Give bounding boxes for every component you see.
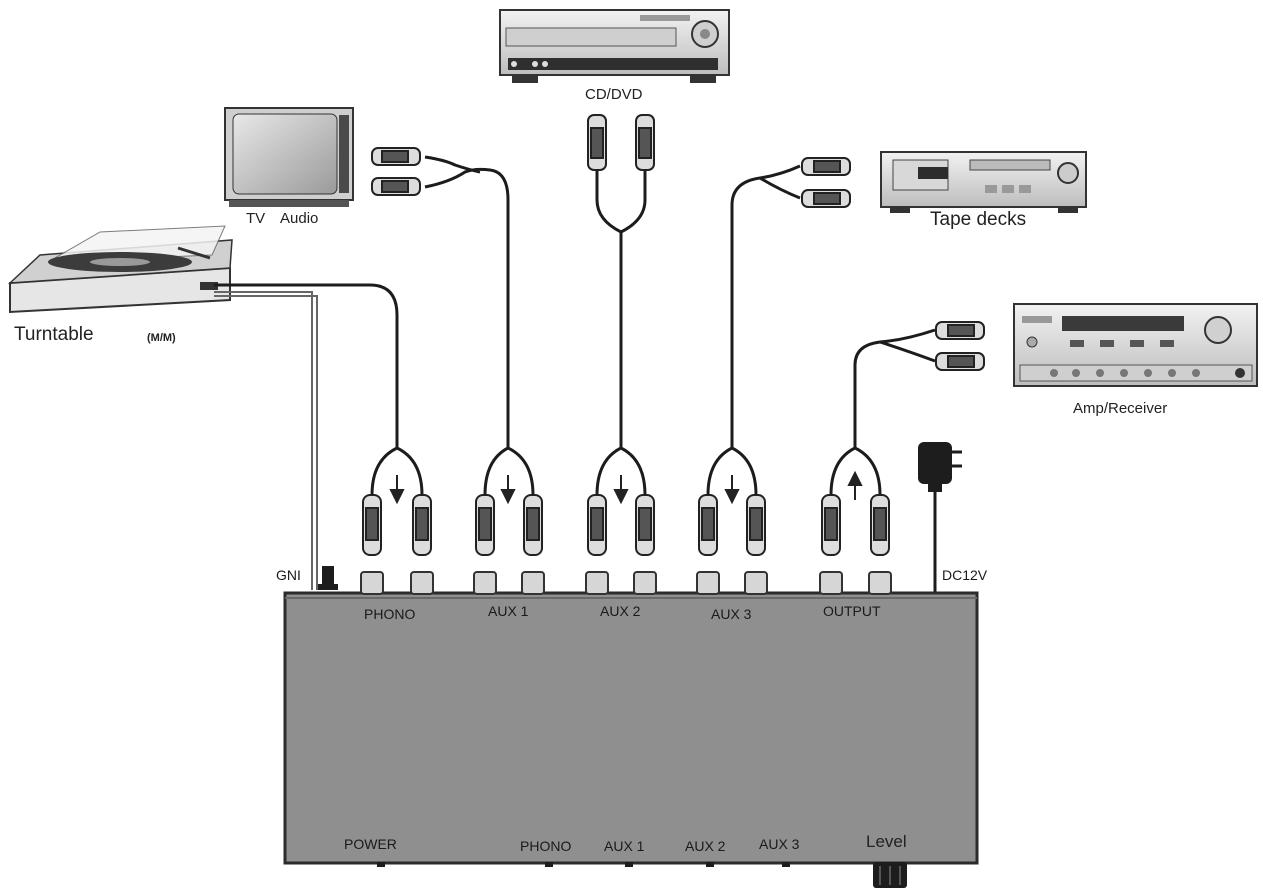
- dc12v-label: DC12V: [942, 567, 988, 583]
- ground-wire-2: [214, 295, 318, 590]
- ground-wire: [214, 291, 313, 590]
- front-label-phono: PHONO: [520, 838, 572, 854]
- cable-aux3: [730, 164, 801, 448]
- rear-jacks: [360, 571, 892, 595]
- switcher-unit: [283, 566, 979, 888]
- arrow-down-icon: [613, 475, 629, 505]
- level-knob-icon[interactable]: [873, 862, 907, 888]
- aux2-led: [706, 862, 714, 867]
- rca-plug-icon: [935, 352, 985, 371]
- lower-rca-plugs: [362, 494, 890, 556]
- power-led: [377, 862, 385, 867]
- cables: [214, 155, 937, 593]
- arrow-down-icon: [500, 475, 516, 505]
- output-jack-r: [868, 571, 892, 595]
- rca-plug-icon: [635, 494, 655, 556]
- cd-dvd-player: [499, 9, 730, 83]
- rca-plug-icon: [635, 114, 655, 171]
- front-leds: [377, 862, 790, 867]
- gnd-label: GNI: [276, 567, 301, 583]
- rca-plug-icon: [412, 494, 432, 556]
- port-label-aux3: AUX 3: [711, 606, 752, 622]
- phono-jack-l: [360, 571, 384, 595]
- aux3-jack-l: [696, 571, 720, 595]
- amp-receiver: [1013, 303, 1258, 387]
- port-label-phono: PHONO: [364, 606, 416, 622]
- aux1-led: [625, 862, 633, 867]
- rca-plug-icon: [935, 321, 985, 340]
- rca-plug-icon: [801, 157, 851, 176]
- cable-aux1: [424, 155, 510, 448]
- rca-plug-icon: [746, 494, 766, 556]
- output-jack-l: [819, 571, 843, 595]
- cable-output: [853, 328, 936, 448]
- turntable-note: (M/M): [147, 332, 176, 344]
- port-label-aux2: AUX 2: [600, 603, 641, 619]
- aux1-jack-r: [521, 571, 545, 595]
- rca-plug-icon: [362, 494, 382, 556]
- rca-plug-icon: [870, 494, 890, 556]
- rca-plug-icon: [587, 114, 607, 171]
- tv-label: TV: [246, 210, 266, 227]
- phono-led: [545, 862, 553, 867]
- power-adapter-icon: [918, 442, 962, 492]
- aux2-jack-l: [585, 571, 609, 595]
- aux1-jack-l: [473, 571, 497, 595]
- port-label-aux1: AUX 1: [488, 603, 529, 619]
- ground-terminal-icon: [318, 566, 338, 590]
- arrow-up-icon: [847, 470, 863, 500]
- rca-plug-icon: [821, 494, 841, 556]
- front-label-aux1: AUX 1: [604, 838, 645, 854]
- rca-plug-icon: [475, 494, 495, 556]
- rca-plug-icon: [587, 494, 607, 556]
- amp-receiver-label: Amp/Receiver: [1073, 400, 1168, 417]
- rca-plug-icon: [523, 494, 543, 556]
- rca-plug-icon: [371, 177, 421, 196]
- upper-rca-plugs: [371, 114, 985, 371]
- rca-plug-icon: [801, 189, 851, 208]
- aux2-jack-r: [633, 571, 657, 595]
- turntable-label: Turntable: [14, 324, 94, 345]
- tape-decks-label: Tape decks: [930, 209, 1027, 230]
- aux3-jack-r: [744, 571, 768, 595]
- cable-phono: [214, 283, 399, 448]
- front-label-level: Level: [866, 832, 907, 851]
- direction-arrows: [389, 470, 863, 505]
- arrow-down-icon: [724, 475, 740, 505]
- turntable: [7, 225, 233, 314]
- cable-aux2: [595, 170, 647, 448]
- cd-dvd-label: CD/DVD: [585, 86, 643, 103]
- tv-audio-label: Audio: [280, 210, 319, 227]
- front-label-aux3: AUX 3: [759, 836, 800, 852]
- port-label-output: OUTPUT: [823, 603, 881, 619]
- front-label-aux2: AUX 2: [685, 838, 726, 854]
- arrow-down-icon: [389, 475, 405, 505]
- aux3-led: [782, 862, 790, 867]
- rca-plug-icon: [371, 147, 421, 166]
- tv-set: [224, 107, 354, 207]
- rca-plug-icon: [698, 494, 718, 556]
- tape-deck: [880, 151, 1087, 213]
- phono-jack-r: [410, 571, 434, 595]
- front-label-power: POWER: [344, 836, 397, 852]
